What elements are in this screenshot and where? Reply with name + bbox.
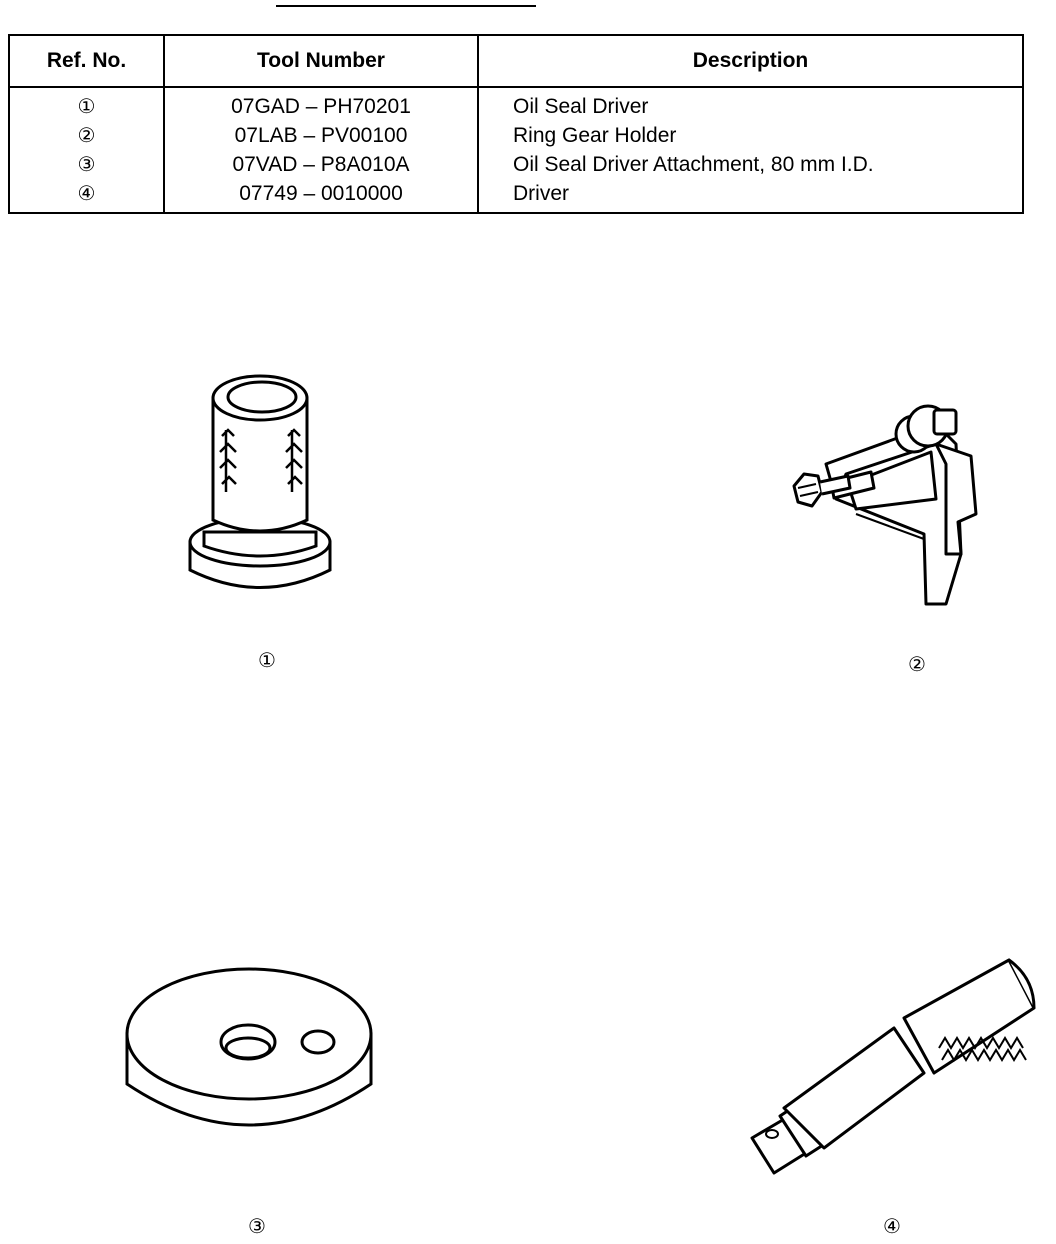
row-tool-number: 07749 – 0010000 — [164, 179, 479, 213]
top-rule — [276, 5, 536, 7]
row-description: Oil Seal Driver — [513, 95, 649, 118]
row-tool-number: 07VAD – P8A010A — [164, 150, 479, 179]
row-tool-number: 07LAB – PV00100 — [164, 121, 479, 150]
ring-gear-holder-illustration — [792, 404, 978, 606]
table-row: ④ 07749 – 0010000 Driver — [9, 179, 1023, 213]
row-tool-number: 07GAD – PH70201 — [164, 87, 479, 121]
figure-caption-2: ② — [908, 652, 926, 676]
table-row: ① 07GAD – PH70201 Oil Seal Driver — [9, 87, 1023, 121]
row-ref: ① — [9, 87, 165, 121]
driver-illustration — [750, 958, 1036, 1175]
table-header-row: Ref. No. Tool Number Description — [9, 35, 1023, 88]
table-row: ② 07LAB – PV00100 Ring Gear Holder — [9, 121, 1023, 150]
row-description: Ring Gear Holder — [513, 124, 677, 147]
row-ref: ② — [9, 121, 165, 150]
row-ref: ④ — [9, 179, 165, 213]
row-ref: ③ — [9, 150, 165, 179]
header-ref-no: Ref. No. — [9, 35, 165, 88]
special-tools-table: Ref. No. Tool Number Description ① 07GAD… — [8, 34, 1024, 214]
row-description: Driver — [513, 182, 569, 205]
figure-caption-4: ④ — [883, 1214, 901, 1238]
oil-seal-driver-illustration — [188, 374, 332, 589]
header-description: Description — [478, 35, 1023, 88]
oil-seal-driver-attachment-illustration — [125, 967, 373, 1127]
row-description: Oil Seal Driver Attachment, 80 mm I.D. — [513, 153, 874, 176]
header-tool-number: Tool Number — [164, 35, 479, 88]
table-row: ③ 07VAD – P8A010A Oil Seal Driver Attach… — [9, 150, 1023, 179]
figure-caption-1: ① — [258, 648, 276, 672]
figure-caption-3: ③ — [248, 1214, 266, 1238]
